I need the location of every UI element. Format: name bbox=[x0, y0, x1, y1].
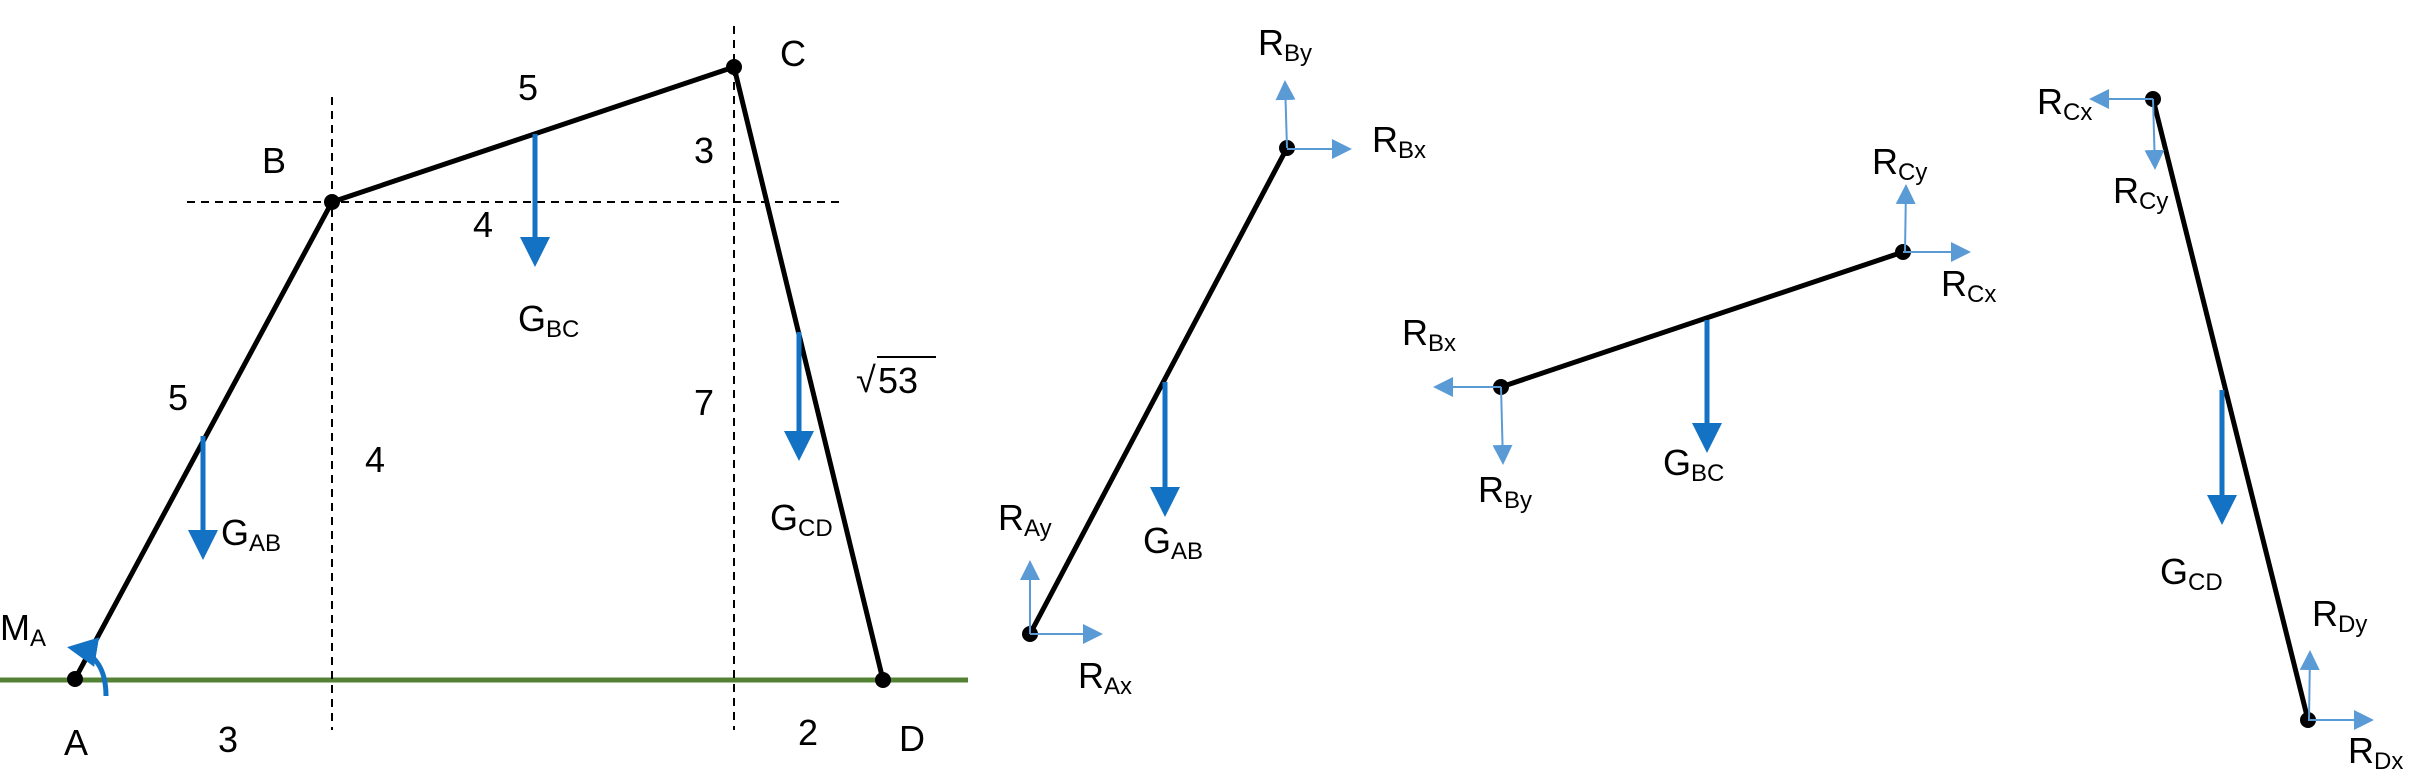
reaction-label-rbx: RBx bbox=[1372, 119, 1426, 164]
construction-lines bbox=[187, 26, 840, 730]
dimension-a-to-b-horizontal: 3 bbox=[218, 719, 238, 760]
reaction-label-rcx-cd: RCx bbox=[2037, 81, 2092, 126]
reaction-label-rcy-cd: RCy bbox=[2113, 170, 2168, 215]
joint-c bbox=[726, 59, 742, 75]
main-diagram: A B C D 5 5 4 3 4 7 3 2 √ 53 MA GAB GBC bbox=[0, 26, 968, 763]
reaction-label-rby-bc: RBy bbox=[1478, 469, 1532, 514]
fbd-bc: RBx RBy RCy RCx GBC bbox=[1402, 141, 1996, 514]
joint-a bbox=[67, 671, 83, 687]
reaction-arrow-rcy-cd bbox=[2144, 98, 2165, 170]
reaction-arrow-rby-bc bbox=[1492, 386, 1513, 465]
reaction-arrow-rby bbox=[1275, 80, 1296, 149]
reaction-label-rcy: RCy bbox=[1872, 141, 1927, 186]
weight-label-ab: GAB bbox=[221, 512, 281, 557]
reaction-label-rax: RAx bbox=[1078, 655, 1132, 700]
dimension-ab-length: 5 bbox=[168, 377, 188, 418]
dimension-bc-vertical: 3 bbox=[694, 130, 714, 171]
fbd-ab: RBy RBx RAy RAx GAB bbox=[998, 22, 1426, 700]
joint-d bbox=[875, 672, 891, 688]
dimension-bc-length: 5 bbox=[518, 67, 538, 108]
moment-label-a: MA bbox=[0, 607, 46, 652]
reaction-label-rdy: RDy bbox=[2312, 593, 2367, 638]
moment-arc-a bbox=[67, 637, 109, 697]
weight-label-fbd-ab: GAB bbox=[1143, 520, 1203, 565]
fbd-cd-member bbox=[2150, 96, 2311, 723]
member-cd bbox=[731, 64, 886, 683]
weight-label-fbd-bc: GBC bbox=[1663, 442, 1724, 487]
dimension-c-to-d-horizontal: 2 bbox=[798, 712, 818, 753]
point-label-d: D bbox=[899, 718, 925, 759]
reaction-arrow-rdy bbox=[2299, 650, 2320, 721]
dimension-b-height: 4 bbox=[365, 439, 385, 480]
sqrt-radicand: 53 bbox=[878, 360, 918, 401]
reaction-label-rcx: RCx bbox=[1941, 263, 1996, 308]
fbd-cd: RCx RCy RDy RDx GCD bbox=[2037, 81, 2403, 775]
weight-label-cd: GCD bbox=[770, 497, 833, 542]
sqrt-symbol: √ bbox=[856, 359, 876, 400]
point-label-b: B bbox=[262, 140, 286, 181]
point-label-c: C bbox=[780, 33, 806, 74]
fbd-bc-member bbox=[1498, 249, 1906, 390]
linkage-members bbox=[72, 64, 886, 683]
reaction-label-ray: RAy bbox=[998, 497, 1052, 542]
weight-label-bc: GBC bbox=[518, 298, 579, 343]
reaction-label-rbx-bc: RBx bbox=[1402, 312, 1456, 357]
weight-label-fbd-cd: GCD bbox=[2160, 551, 2223, 596]
reaction-label-rby: RBy bbox=[1258, 22, 1312, 67]
reaction-arrow-rcy bbox=[1895, 184, 1916, 253]
dimension-cd-length: √ 53 bbox=[856, 356, 936, 401]
joint-b bbox=[324, 194, 340, 210]
dimension-bc-horizontal: 4 bbox=[473, 204, 493, 245]
dimension-c-height: 7 bbox=[694, 382, 714, 423]
fbd-ab-member bbox=[1027, 145, 1290, 637]
reaction-label-rdx: RDx bbox=[2348, 730, 2403, 775]
point-label-a: A bbox=[64, 722, 88, 763]
